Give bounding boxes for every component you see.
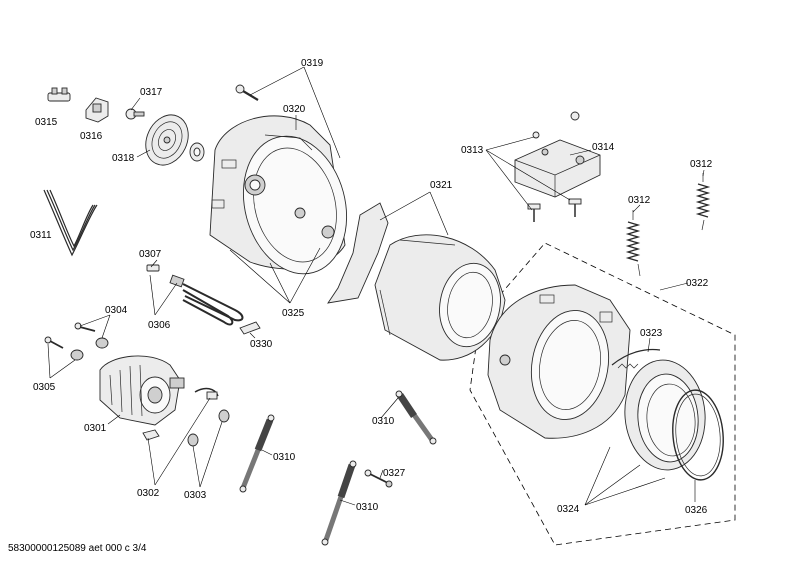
part-0322-front-tub: [487, 284, 631, 439]
part-0306-heater: [169, 274, 244, 326]
part-0317-screw: [125, 108, 145, 120]
label-0319: 0319: [301, 58, 324, 69]
part-0312-spring-right: [695, 173, 711, 231]
part-0327-bolt: [364, 469, 393, 488]
part-0313-bolts: [527, 111, 582, 222]
part-bearing-ring: [189, 142, 205, 162]
part-labels: 0319 0320 0317 0315 0316 0318 0311 0321 …: [30, 58, 713, 516]
part-0307-pin: [146, 264, 160, 272]
label-0310-b: 0310: [356, 502, 379, 513]
label-0317: 0317: [140, 87, 163, 98]
label-0316: 0316: [80, 131, 103, 142]
label-0323: 0323: [640, 328, 663, 339]
label-0310-c: 0310: [372, 416, 395, 427]
part-0301-motor: [99, 355, 185, 426]
label-0305: 0305: [33, 382, 56, 393]
part-0330-clip: [239, 321, 261, 335]
part-0310-shock-c: [395, 390, 437, 445]
label-0324: 0324: [557, 504, 580, 515]
part-0310-shock-b: [321, 460, 357, 546]
label-0322: 0322: [686, 278, 709, 289]
label-0304: 0304: [105, 305, 128, 316]
label-0311: 0311: [30, 230, 52, 241]
label-0313: 0313: [461, 145, 484, 156]
part-0314-counterweight: [514, 139, 601, 198]
label-0307: 0307: [139, 249, 162, 260]
part-0326-clamp-ring: [672, 389, 724, 481]
part-0302-parts: [142, 387, 219, 441]
label-0318: 0318: [112, 153, 135, 164]
part-0303-plugs: [187, 409, 230, 447]
label-0303: 0303: [184, 490, 207, 501]
part-0318-pulley: [145, 114, 189, 166]
label-0301: 0301: [84, 423, 107, 434]
tub-group-boundary: [469, 242, 736, 546]
label-0325: 0325: [282, 308, 305, 319]
part-0304-screws: [74, 322, 109, 349]
part-0316-sensor: [85, 97, 109, 123]
label-0330: 0330: [250, 339, 273, 350]
part-0320-rear-tub: [209, 115, 348, 275]
label-0310-a: 0310: [273, 452, 296, 463]
label-0302: 0302: [137, 488, 160, 499]
label-0320: 0320: [283, 104, 306, 115]
drawing-code: 58300000125089 aet 000 c 3/4: [8, 543, 147, 554]
part-0305-screws: [44, 336, 84, 361]
label-0326: 0326: [685, 505, 708, 516]
part-0321-drum: [327, 202, 506, 361]
label-0312-left: 0312: [628, 195, 651, 206]
label-0315: 0315: [35, 117, 58, 128]
part-0315-clip: [47, 87, 71, 102]
part-0312-spring-left: [625, 210, 641, 277]
label-0327: 0327: [383, 468, 406, 479]
part-0324-door-seal: [624, 359, 706, 471]
label-0312-right: 0312: [690, 159, 713, 170]
part-0319-bolt: [235, 84, 259, 101]
label-0321: 0321: [430, 180, 453, 191]
part-0323-spring-clamp: [611, 348, 661, 369]
part-0310-shock-a: [239, 414, 275, 493]
label-0306: 0306: [148, 320, 171, 331]
leader-lines: [47, 66, 705, 506]
part-0311-belt: [43, 189, 98, 257]
label-0314: 0314: [592, 142, 615, 153]
